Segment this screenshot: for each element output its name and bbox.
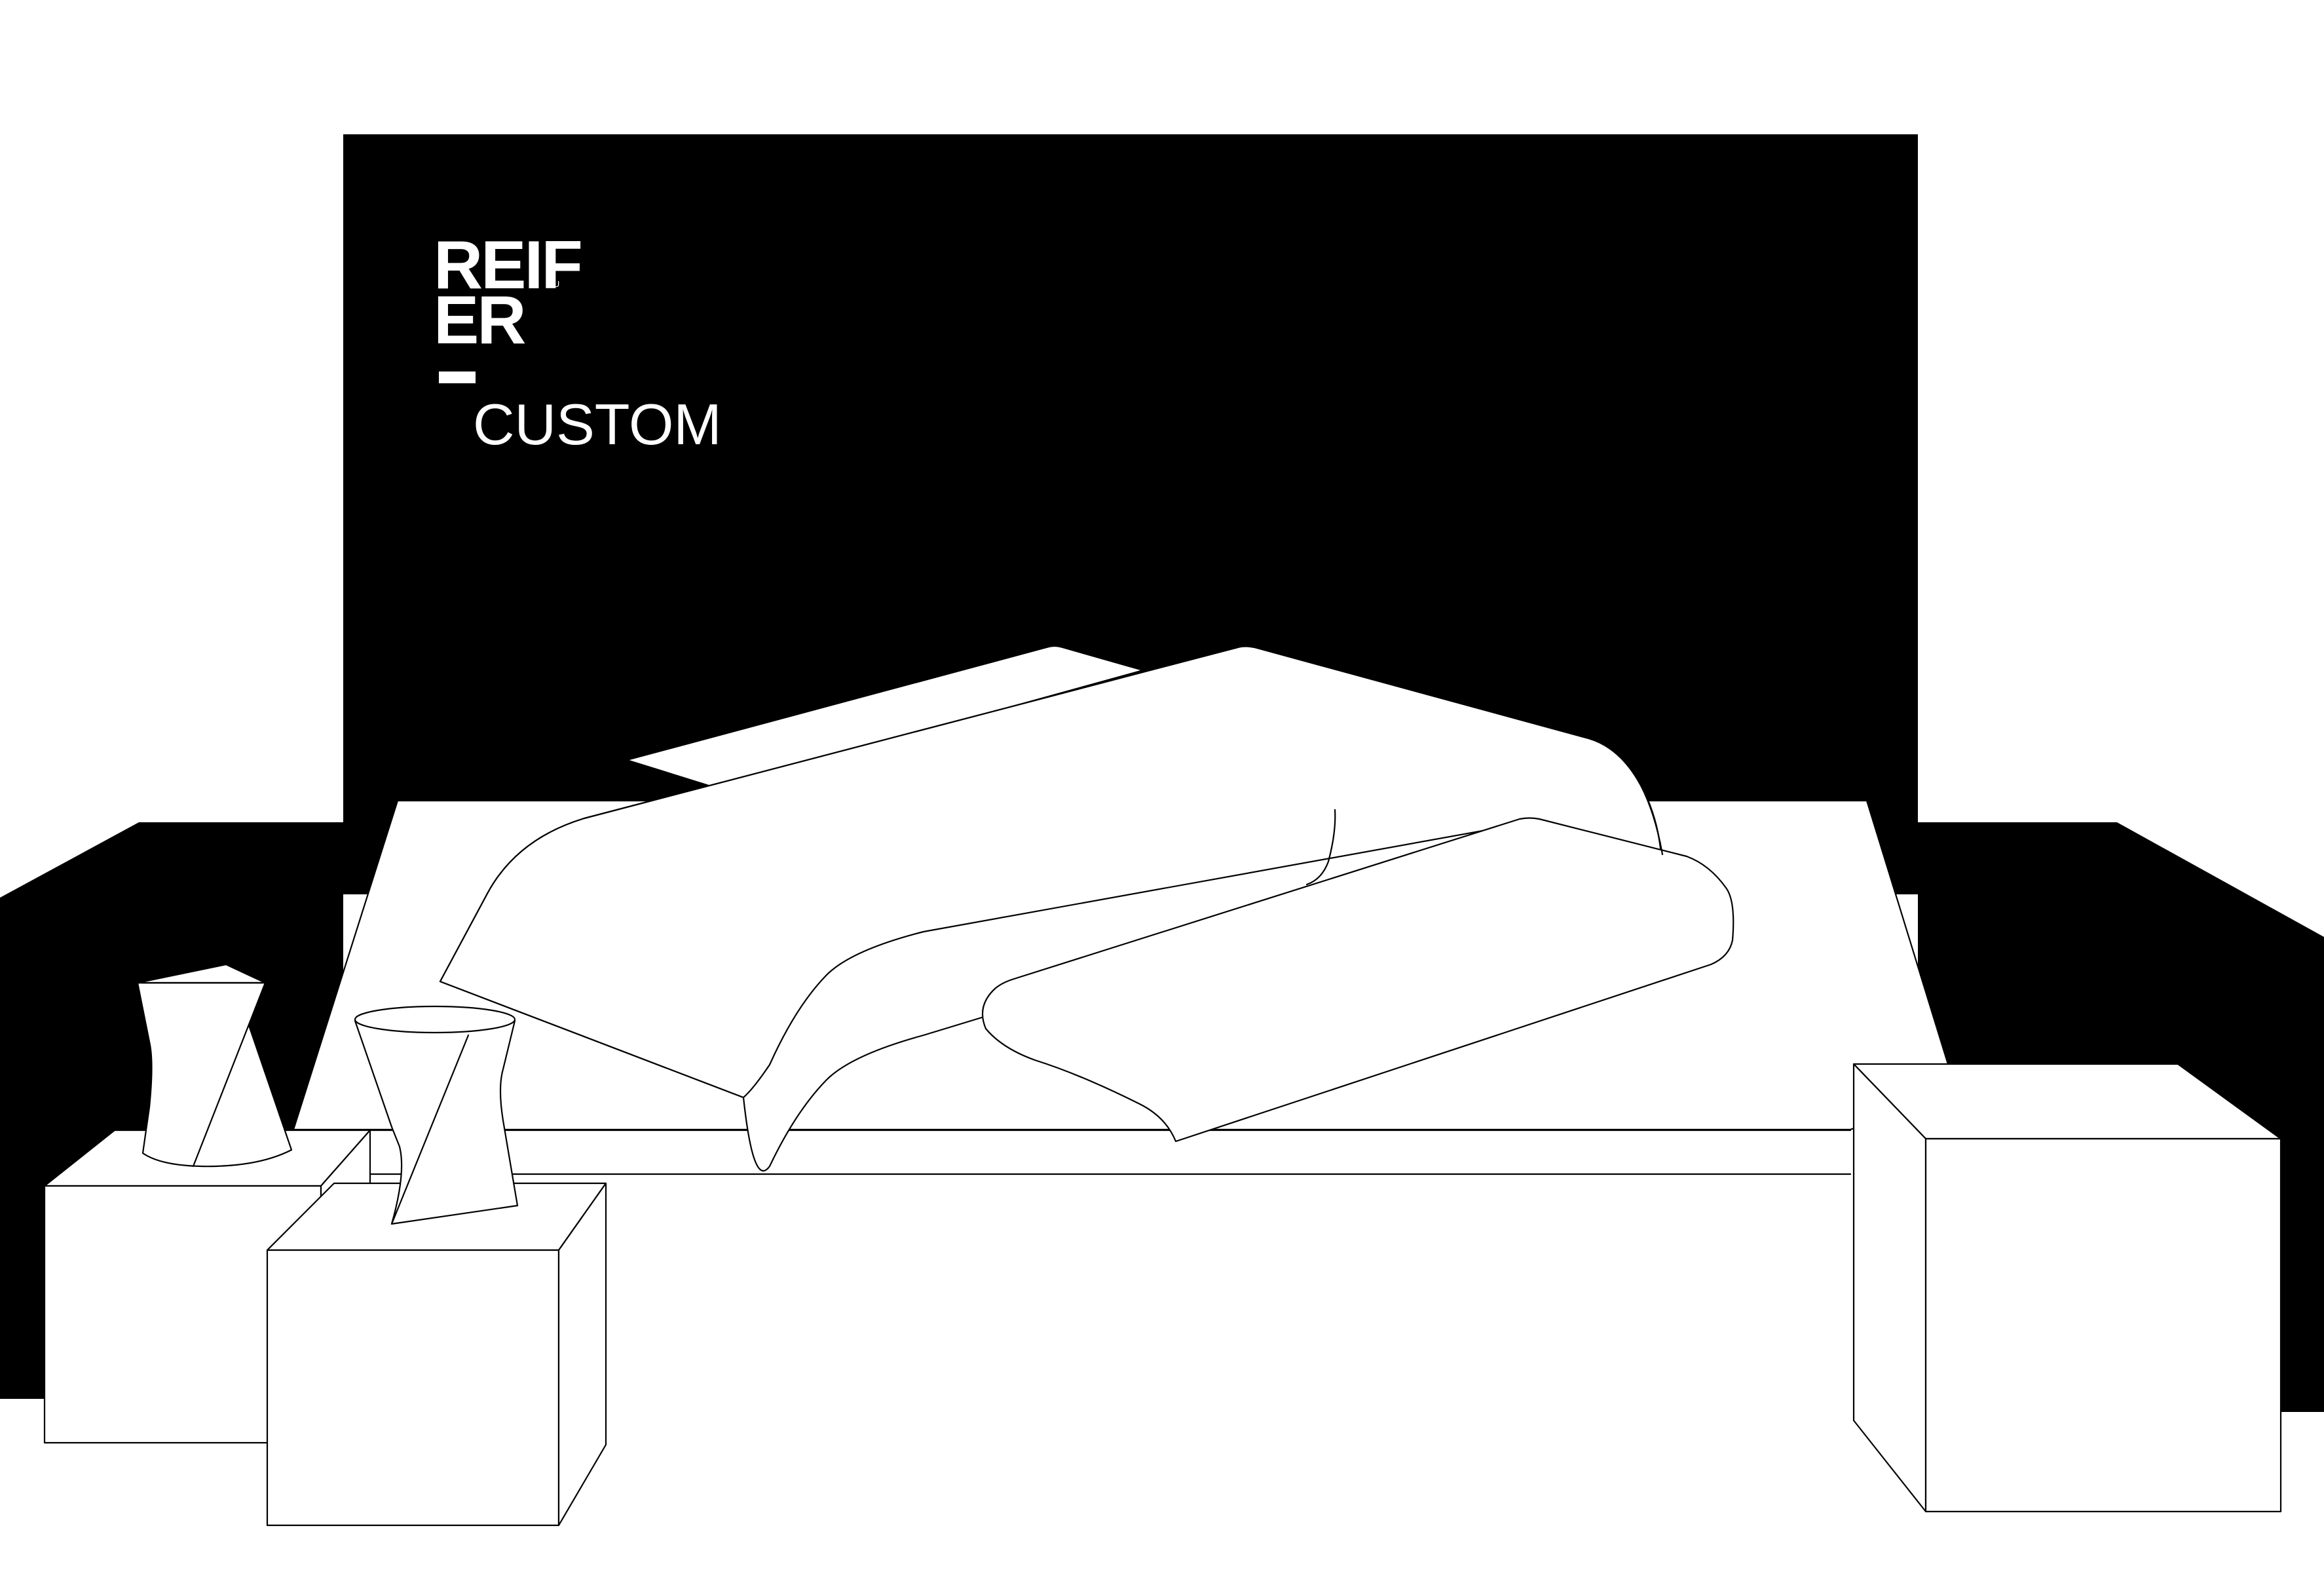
brand-logo: REIF .LU ER CUSTOM <box>434 227 722 457</box>
front-pillow <box>981 817 1734 1143</box>
right-vase-twist <box>390 1034 470 1225</box>
right-vase <box>354 1005 519 1225</box>
left-vase-twist <box>192 981 267 1168</box>
front-cube-side <box>557 1182 607 1527</box>
front-cube-front <box>266 1249 560 1527</box>
logo-domain: .LU <box>546 279 559 289</box>
right-cube-side <box>1852 1063 1927 1513</box>
left-nightstand-front <box>266 1182 607 1527</box>
logo-line-1: REIF <box>434 227 581 303</box>
logo-dash <box>439 371 476 383</box>
blanket-roll-edge <box>1597 737 1664 856</box>
left-vase <box>136 963 293 1168</box>
logo-subtitle: CUSTOM <box>473 392 722 457</box>
left-vase-body <box>136 981 293 1168</box>
back-pillow <box>626 645 1144 790</box>
right-vase-rim <box>354 1005 516 1034</box>
blanket-crease <box>1305 809 1336 886</box>
right-cube-front <box>1924 1137 2282 1513</box>
logo-line-2: ER <box>434 282 525 358</box>
bedding <box>439 645 1734 1171</box>
right-nightstand <box>1852 1063 2282 1513</box>
